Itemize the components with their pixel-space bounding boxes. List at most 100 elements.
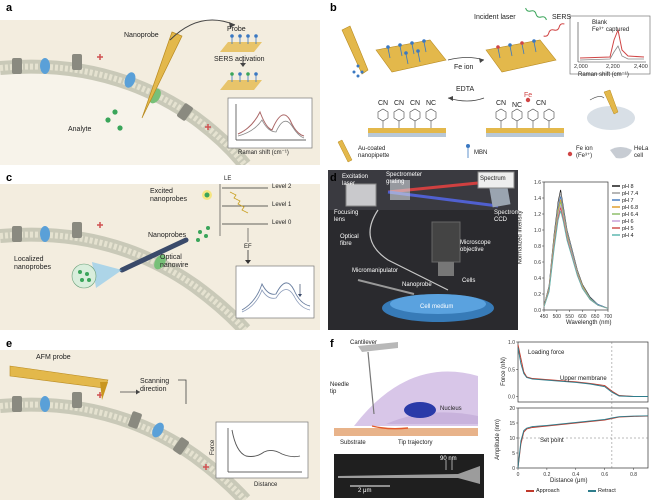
label-scale-2um: 2 μm (358, 488, 372, 494)
panel-letter-d: d (330, 172, 337, 184)
chart-d-xtick-label-0: 450 (540, 314, 549, 320)
chart-f-xtick-label-4: 0.8 (630, 472, 637, 478)
panel-b: b (328, 0, 656, 165)
chart-f-force-ytick-label-1: 0.5 (508, 367, 515, 373)
label-nanoprobe-d: Nanoprobe (402, 282, 432, 288)
label-optical-fibre: Optical fibre (340, 234, 359, 247)
label-cantilever: Cantilever (350, 340, 378, 346)
chart-d-ytick-label-7: 1.4 (534, 196, 541, 202)
label-le: LE (224, 176, 232, 182)
chart-d-series-6 (543, 207, 609, 309)
chart-f-amp-ytick-label-0: 0 (512, 466, 515, 472)
chart-d-ytick-label-6: 1.2 (534, 212, 541, 218)
label-spectrum: Spectrum (480, 176, 506, 182)
label-focusing-lens: Focusing lens (334, 210, 359, 223)
panel-letter-c: c (6, 172, 13, 184)
label-nucleus: Nucleus (440, 406, 462, 412)
b-x-tick-2: 2,200 (606, 64, 620, 70)
label-incident-laser: Incident laser (474, 14, 516, 21)
legend-approach-label: Approach (536, 488, 560, 494)
label-raman-shift-a: Raman shift (cm⁻¹) (238, 150, 289, 156)
chart-d-legend-label-3: pH 6.8 (622, 205, 638, 211)
label-needle-tip: Needle tip (330, 382, 350, 395)
label-cell-medium: Cell medium (420, 304, 454, 310)
label-cn-3: CN (410, 100, 421, 107)
label-micromanipulator: Micromanipulator (352, 268, 399, 274)
label-scanning-direction: Scanning direction (140, 378, 170, 393)
chart-d-series-7 (543, 210, 609, 309)
label-level-2: Level 2 (272, 184, 292, 190)
label-force-e: Force (210, 439, 217, 456)
chart-f-xlabel: Distance (μm) (550, 478, 588, 484)
chart-d-xtick-label-3: 600 (578, 314, 587, 320)
chart-d-ytick-label-8: 1.6 (534, 180, 541, 186)
label-cells: Cells (462, 278, 476, 284)
key-mbn: MBN (474, 150, 488, 156)
legend-blank: Blank (592, 20, 608, 26)
panel-a: a (0, 0, 320, 165)
chart-d-ytick-label-3: 0.6 (534, 260, 541, 266)
panel-e-illustration (0, 350, 320, 500)
label-level-0: Level 0 (272, 220, 292, 226)
chart-d-legend-label-1: pH 7.4 (622, 191, 638, 197)
b-x-tick-0: 2,000 (574, 64, 588, 70)
label-cn-4: CN (496, 100, 507, 107)
label-spectrometer-grating: Spectrometer grating (386, 172, 423, 185)
label-set-point: Set point (540, 438, 564, 444)
label-sers: SERS (552, 14, 572, 21)
panel-letter-e: e (6, 338, 13, 350)
chart-f-xtick-label-0: 0 (517, 472, 520, 478)
chart-d-ylabel: Normalized intensity (517, 210, 524, 265)
chart-f-force-ylabel: Force (nN) (500, 357, 507, 386)
label-fe-ion: Fe ion (454, 64, 474, 71)
label-level-1: Level 1 (272, 202, 292, 208)
key-hela-cell: HeLa cell (634, 146, 649, 159)
label-cn-5: CN (536, 100, 547, 107)
label-nanoprobe: Nanoprobe (124, 32, 159, 39)
label-localized-nanoprobes: Localized nanoprobes (14, 256, 51, 271)
label-substrate: Substrate (340, 440, 366, 446)
legend-retract: Retract (588, 488, 616, 494)
label-tip-trajectory: Tip trajectory (398, 440, 433, 446)
label-sers-activation: SERS activation (214, 56, 265, 63)
chart-d-ytick-label-4: 0.8 (534, 244, 541, 250)
chart-d-xtick-label-1: 500 (553, 314, 562, 320)
label-excitation-laser: Excitation laser (342, 174, 369, 187)
legend-approach: Approach (526, 488, 560, 494)
chart-f-force-ytick-label-0: 0.0 (508, 395, 515, 401)
panel-d-photo (328, 170, 518, 330)
chart-d-legend-label-6: pH 5 (622, 226, 634, 232)
label-ef: EF (244, 244, 252, 250)
panel-letter-b: b (330, 2, 337, 14)
label-optical-nanowire: Optical nanowire (160, 254, 189, 269)
chart-f-xtick-label-2: 0.4 (572, 472, 579, 478)
chart-d-legend-label-4: pH 6.4 (622, 212, 638, 218)
panel-d: d Excitation laser Spectrome (328, 170, 656, 330)
label-excited-nanoprobes: Excited nanoprobes (150, 188, 187, 203)
chart-d-legend-label-5: pH 6 (622, 219, 634, 225)
chart-f-xtick-label-1: 0.2 (543, 472, 550, 478)
panel-a-illustration (0, 19, 320, 165)
chart-d-xtick-label-4: 650 (591, 314, 600, 320)
chart-d-xlabel: Wavelength (nm) (566, 320, 612, 326)
legend-retract-label: Retract (598, 488, 616, 494)
label-edta: EDTA (456, 86, 475, 93)
chart-d-ytick-label-0: 0.0 (534, 308, 541, 314)
label-analyte: Analyte (68, 126, 92, 133)
b-x-tick-4: 2,400 (634, 64, 648, 70)
key-au-nanopipette: Au-coated nanopipette (358, 146, 390, 159)
chart-f-force-ytick-label-2: 1.0 (508, 340, 515, 346)
panel-letter-a: a (6, 2, 13, 14)
chart-f-force-series-0 (517, 344, 648, 397)
panel-letter-f: f (330, 338, 334, 350)
label-afm-probe: AFM probe (36, 354, 71, 361)
label-cn-1: CN (378, 100, 389, 107)
chart-d-legend-label-0: pH 8 (622, 184, 634, 190)
chart-d-ytick-label-1: 0.2 (534, 292, 541, 298)
panel-f-illustration (334, 342, 484, 498)
label-cn-2: CN (394, 100, 405, 107)
label-probe: Probe (227, 26, 246, 33)
